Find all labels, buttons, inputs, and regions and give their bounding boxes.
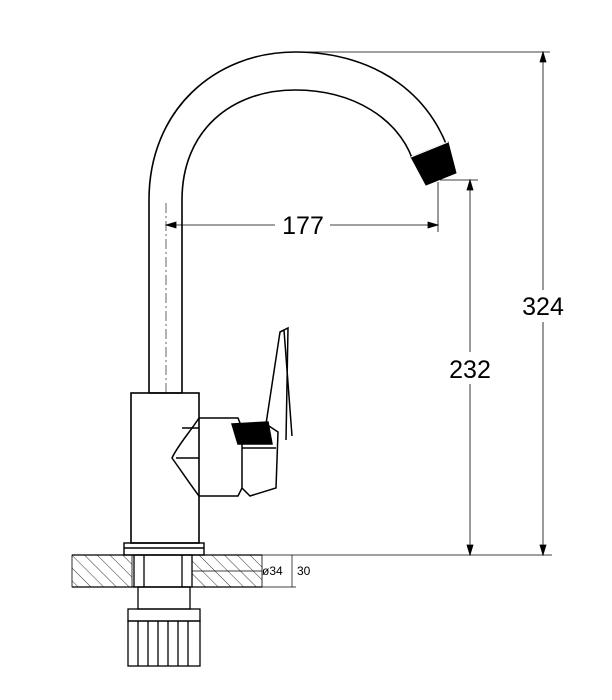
deck-dimension bbox=[192, 555, 296, 588]
deck-thickness-label: 30 bbox=[297, 564, 311, 578]
reach-dimension bbox=[164, 182, 440, 232]
total-height-dimension bbox=[262, 50, 552, 557]
spout-height-label: 232 bbox=[449, 356, 491, 384]
faucet-body bbox=[130, 392, 200, 544]
total-height-label: 324 bbox=[522, 293, 564, 321]
mounting-shank bbox=[127, 554, 201, 622]
spout-height-dimension bbox=[440, 178, 478, 557]
lever-handle bbox=[231, 326, 293, 497]
hole-diameter-label: ø34 bbox=[262, 564, 283, 578]
cartridge-housing bbox=[171, 417, 243, 497]
aerator bbox=[410, 141, 457, 186]
spout bbox=[148, 51, 455, 393]
base-ring bbox=[123, 542, 205, 556]
fixing-nut bbox=[127, 620, 201, 667]
reach-dimension-label: 177 bbox=[282, 212, 324, 240]
